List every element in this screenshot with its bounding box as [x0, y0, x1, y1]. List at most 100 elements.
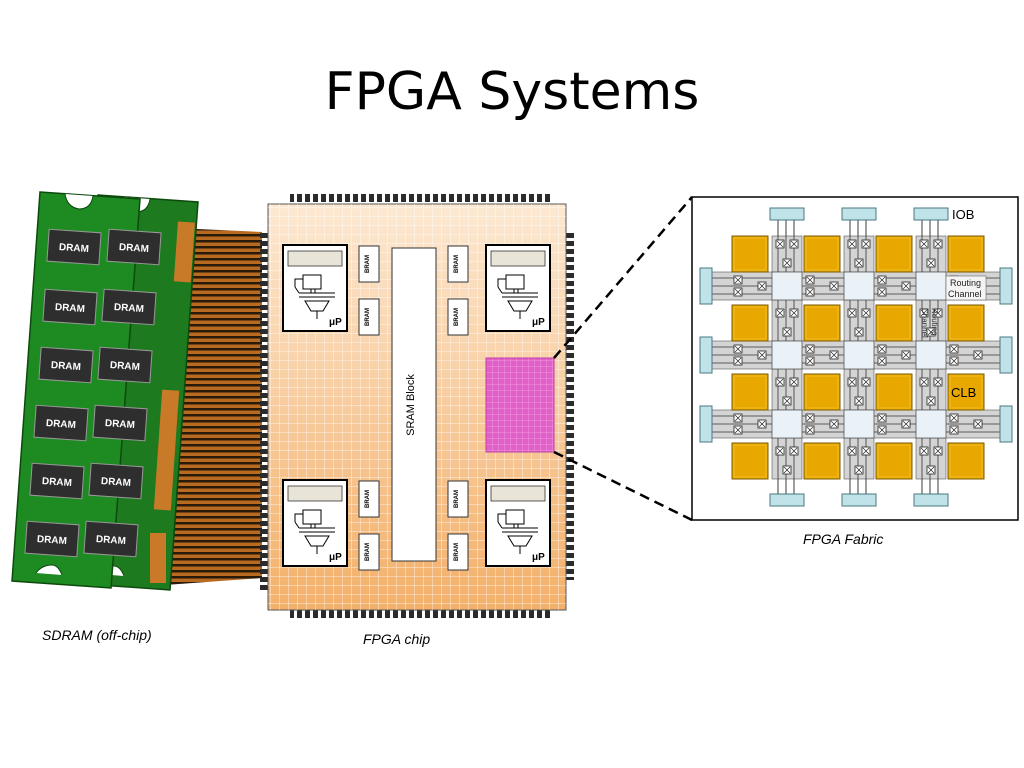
svg-text:DRAM: DRAM: [119, 242, 150, 255]
connection-switch-cross: [806, 345, 814, 353]
connection-switch-cross: [878, 345, 886, 353]
connection-switch-cross: [758, 351, 766, 359]
connection-switch-cross: [950, 345, 958, 353]
iob-block: [999, 267, 1013, 305]
connection-switch-cross: [902, 351, 910, 359]
connection-switch-cross: [734, 276, 742, 284]
connection-switch-cross: [848, 447, 856, 455]
connection-switch-cross: [776, 447, 784, 455]
connection-switch-cross: [830, 351, 838, 359]
clb-block-highlight: [949, 444, 983, 478]
clb-block-highlight: [877, 237, 911, 271]
fabric-grid: [699, 207, 1013, 507]
connection-switch-cross: [934, 240, 942, 248]
dram-chip: DRAM: [42, 288, 98, 326]
bram-block: [358, 533, 380, 571]
connection-switch-cross: [758, 282, 766, 290]
processor-block-bottom-right: μP: [485, 479, 551, 567]
clb-block-highlight: [733, 375, 767, 409]
iob-block: [913, 493, 949, 507]
svg-text:Channel: Channel: [920, 308, 929, 338]
dram-chip: DRAM: [101, 288, 157, 326]
clb-block-highlight: [805, 375, 839, 409]
processor-block-top-right: μP: [485, 244, 551, 332]
connection-switch-cross: [734, 426, 742, 434]
clb-block-highlight: [805, 306, 839, 340]
svg-text:DRAM: DRAM: [96, 534, 127, 547]
clb-block: [803, 442, 841, 480]
dram-chip: DRAM: [24, 520, 80, 558]
svg-text:DRAM: DRAM: [101, 476, 132, 489]
switch-box: [843, 409, 875, 439]
connection-switch-cross: [790, 378, 798, 386]
svg-text:DRAM: DRAM: [110, 360, 141, 373]
connection-switch-cross: [806, 276, 814, 284]
switch-box: [771, 409, 803, 439]
svg-text:DRAM: DRAM: [46, 418, 77, 431]
connection-switch-cross: [920, 240, 928, 248]
svg-text:DRAM: DRAM: [55, 302, 86, 315]
clb-block: [947, 235, 985, 273]
clb-block-highlight: [877, 444, 911, 478]
svg-text:DRAM: DRAM: [51, 360, 82, 373]
clb-block: [731, 373, 769, 411]
connection-switch-cross: [920, 309, 928, 317]
zoom-line-bottom: [553, 450, 693, 522]
dram-chip: DRAM: [97, 346, 153, 384]
sdram-group: DRAM DRAM DRAM DRAM DRAM DRAM DRAM DRAM …: [11, 191, 262, 591]
iob-block: [699, 405, 713, 443]
connection-switch-cross: [862, 378, 870, 386]
fpga-chip-caption: FPGA chip: [363, 631, 431, 647]
chip-pins-right: [566, 230, 574, 580]
clb-block-highlight: [949, 375, 983, 409]
connection-switch-cross: [830, 282, 838, 290]
connection-switch-cross: [776, 240, 784, 248]
clb-block: [803, 304, 841, 342]
connection-switch-cross: [927, 328, 935, 336]
bram-label: BRAM: [454, 543, 460, 561]
routing-label-box: [945, 275, 987, 301]
connection-switch-cross: [734, 414, 742, 422]
connection-switch-cross: [934, 378, 942, 386]
connection-switch-cross: [927, 466, 935, 474]
clb-block-highlight: [877, 375, 911, 409]
processor-block-bottom-left: μP: [282, 479, 348, 567]
connection-switch-cross: [878, 357, 886, 365]
clb-block-highlight: [733, 237, 767, 271]
connection-switch-cross: [927, 397, 935, 405]
fpga-fabric-caption: FPGA Fabric: [803, 531, 884, 547]
connection-switch-cross: [902, 420, 910, 428]
chip-pins-bottom: [290, 610, 552, 618]
clb-block: [875, 304, 913, 342]
dram-chip: DRAM: [29, 462, 85, 500]
iob-block: [699, 336, 713, 374]
chip-pins-left: [260, 230, 268, 590]
routing-channel-label: Routing Channel: [948, 278, 982, 299]
clb-block: [875, 235, 913, 273]
connection-switch-cross: [974, 351, 982, 359]
connection-switch-cross: [790, 309, 798, 317]
clb-block: [803, 235, 841, 273]
connection-switch-cross: [950, 357, 958, 365]
connection-switch-cross: [934, 309, 942, 317]
processor-label: μP: [532, 552, 545, 563]
svg-text:Routing: Routing: [950, 278, 981, 288]
dram-chip: DRAM: [33, 404, 89, 442]
iob-block: [841, 207, 877, 221]
iob-block: [699, 267, 713, 305]
iob-block: [769, 493, 805, 507]
switch-box: [843, 340, 875, 370]
clb-label: CLB: [951, 385, 976, 400]
connection-switch-cross: [734, 345, 742, 353]
zoom-line-top: [553, 196, 693, 359]
bram-label: BRAM: [365, 543, 371, 561]
iob-label: IOB: [952, 207, 974, 222]
connection-switch-cross: [790, 447, 798, 455]
clb-block: [875, 442, 913, 480]
connection-switch-cross: [855, 259, 863, 267]
svg-text:DRAM: DRAM: [105, 418, 136, 431]
clb-block: [947, 373, 985, 411]
bram-label: BRAM: [365, 490, 371, 508]
clb-block: [731, 304, 769, 342]
